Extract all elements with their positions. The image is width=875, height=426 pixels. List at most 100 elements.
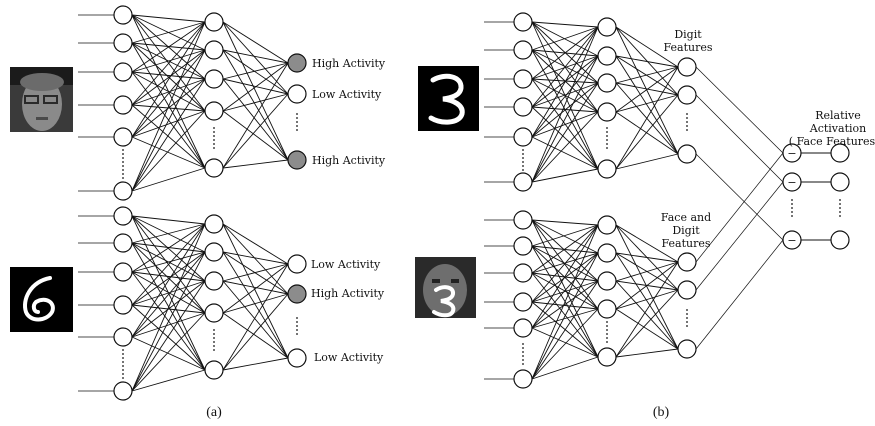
connection-line: [531, 356, 599, 380]
connection-line: [222, 223, 289, 295]
connection-line: [131, 312, 206, 392]
ellipsis-dot: [122, 173, 124, 175]
ellipsis-dot: [122, 369, 124, 371]
ellipsis-dot: [122, 165, 124, 167]
minus-sign: −: [787, 234, 796, 247]
ellipsis-dot: [686, 309, 688, 311]
ellipsis-dot: [791, 215, 793, 217]
input-neuron: [513, 236, 533, 256]
connection-line: [222, 62, 289, 112]
ellipsis-dot: [606, 337, 608, 339]
ellipsis-dot: [839, 203, 841, 205]
connection-line: [615, 224, 679, 350]
connection-line: [222, 62, 289, 169]
connection-line: [131, 110, 206, 192]
neuron-layer: −−−: [113, 5, 850, 401]
connection-line: [222, 293, 289, 314]
connection-line: [531, 136, 599, 170]
hidden-neuron: [597, 347, 617, 367]
connection-line: [222, 223, 289, 359]
ellipsis-dot: [686, 321, 688, 323]
connection-line: [131, 215, 206, 253]
active-output-neuron: [287, 53, 307, 73]
ellipsis-dot: [522, 169, 524, 171]
ellipsis-dot: [791, 199, 793, 201]
connection-line: [131, 312, 206, 338]
connection-line: [531, 82, 599, 108]
feature-to-diff-line: [695, 152, 784, 263]
ellipsis-dot: [606, 135, 608, 137]
connection-line: [131, 78, 206, 106]
hidden-neuron: [204, 360, 224, 380]
output-neuron: [287, 348, 307, 368]
ellipsis-dot: [522, 347, 524, 349]
input-neuron: [513, 69, 533, 89]
ellipsis-dot: [213, 349, 215, 351]
ellipsis-dot: [122, 153, 124, 155]
connection-line: [131, 49, 206, 138]
connection-line: [531, 21, 599, 28]
ellipsis-dot: [122, 169, 124, 171]
ellipsis-dot: [296, 329, 298, 331]
ellipsis-dot: [296, 333, 298, 335]
input-neuron: [513, 369, 533, 389]
ellipsis-dot: [606, 131, 608, 133]
connection-line: [531, 252, 599, 303]
connection-line: [131, 21, 206, 192]
connection-line: [222, 293, 289, 371]
connection-line: [531, 301, 599, 310]
input-neuron: [513, 292, 533, 312]
connection-line: [131, 251, 206, 273]
output-label: Low Activity: [312, 88, 382, 101]
subtract-neuron: [782, 143, 802, 163]
connection-line: [222, 312, 289, 359]
ellipsis-dot: [839, 215, 841, 217]
connection-line: [131, 223, 206, 273]
input-neuron: [113, 206, 133, 226]
caption-a: (a): [206, 405, 222, 420]
connection-line: [615, 66, 679, 113]
ellipsis-dot: [296, 125, 298, 127]
feature-to-diff-line: [695, 239, 784, 350]
connection-line: [531, 26, 599, 183]
hidden-neuron: [204, 303, 224, 323]
ellipsis-dot: [296, 317, 298, 319]
ellipsis-dot: [122, 377, 124, 379]
connection-line: [222, 49, 289, 161]
output-label: High Activity: [311, 287, 385, 300]
input-neuron: [113, 181, 133, 201]
hidden-neuron: [204, 242, 224, 262]
input-neuron: [113, 381, 133, 401]
connection-line: [131, 21, 206, 138]
ellipsis-dot: [686, 117, 688, 119]
connection-line: [531, 224, 599, 329]
connection-line: [131, 223, 206, 392]
connection-line: [131, 271, 206, 314]
connection-line: [615, 55, 679, 68]
connection-line: [531, 280, 599, 303]
ellipsis-dot: [606, 321, 608, 323]
input-neuron: [513, 12, 533, 32]
feature-to-diff-line: [695, 181, 784, 291]
connection-line: [531, 82, 599, 183]
connection-line: [531, 168, 599, 183]
connection-line: [531, 219, 599, 282]
ellipsis-dot: [213, 147, 215, 149]
connection-line: [131, 251, 206, 338]
ellipsis-dot: [606, 147, 608, 149]
connection-line: [615, 55, 679, 96]
connection-line: [131, 14, 206, 23]
ellipsis-dot: [606, 139, 608, 141]
connection-line: [131, 251, 206, 306]
ellipsis-dot: [296, 121, 298, 123]
connection-line: [531, 224, 599, 247]
ellipsis-dot: [606, 325, 608, 327]
connection-line: [615, 252, 679, 263]
connection-line: [222, 21, 289, 64]
connection-line: [222, 93, 289, 169]
relative-activation-label-line2: Activation: [809, 122, 866, 135]
hidden-neuron: [204, 214, 224, 234]
ellipsis-dot: [122, 373, 124, 375]
connection-line: [222, 263, 289, 282]
